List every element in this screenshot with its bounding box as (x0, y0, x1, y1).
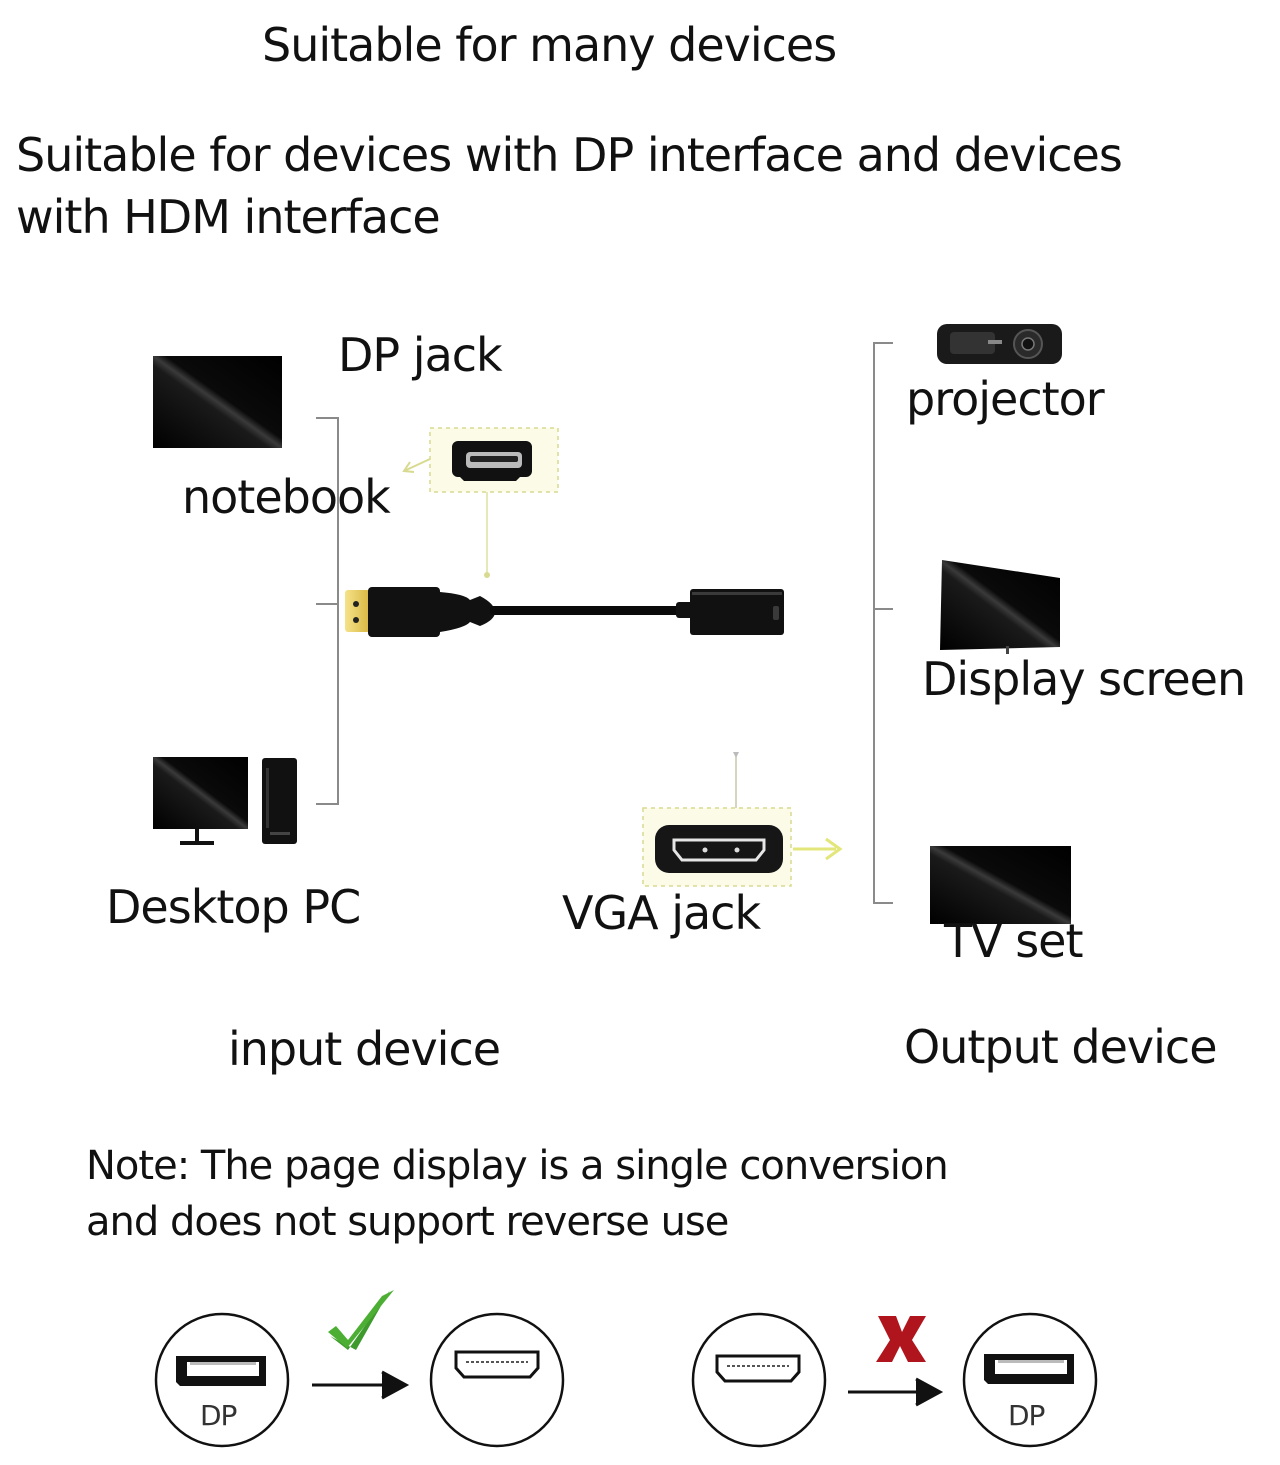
desktop-pc-icon (153, 757, 297, 845)
dp-jack-label: DP jack (338, 328, 503, 382)
conversion-valid (154, 1290, 565, 1448)
subtitle-line-1: Suitable for devices with DP interface a… (16, 128, 1123, 182)
vga-jack-callout (642, 752, 843, 887)
note-line-1: Note: The page display is a single conve… (86, 1143, 949, 1189)
notebook-label: notebook (182, 470, 391, 524)
dp-to-hdmi-adapter-cable (345, 587, 784, 637)
output-bracket (873, 342, 893, 904)
input-device-label: input device (228, 1022, 501, 1076)
page-title: Suitable for many devices (262, 18, 837, 72)
output-device-label: Output device (904, 1020, 1218, 1074)
projector-label: projector (906, 372, 1105, 426)
check-icon (330, 1290, 390, 1350)
hdmi-circle-icon (429, 1312, 565, 1448)
conversion-invalid (691, 1312, 1098, 1448)
projector-icon (937, 324, 1062, 364)
display-screen-label: Display screen (922, 652, 1246, 706)
cross-icon (876, 1316, 926, 1362)
dp-label-invalid: DP (1008, 1399, 1045, 1432)
vga-jack-label: VGA jack (562, 886, 761, 940)
note-line-2: and does not support reverse use (86, 1199, 729, 1245)
input-bracket (316, 417, 339, 805)
tv-set-label: TV set (944, 914, 1083, 968)
desktop-pc-label: Desktop PC (106, 880, 361, 934)
dp-jack-callout (402, 427, 559, 578)
subtitle-line-2: with HDM interface (16, 190, 441, 244)
tv-icon (930, 846, 1071, 924)
laptop-icon (153, 356, 282, 448)
dp-label-valid: DP (200, 1399, 237, 1432)
monitor-icon (940, 560, 1060, 654)
